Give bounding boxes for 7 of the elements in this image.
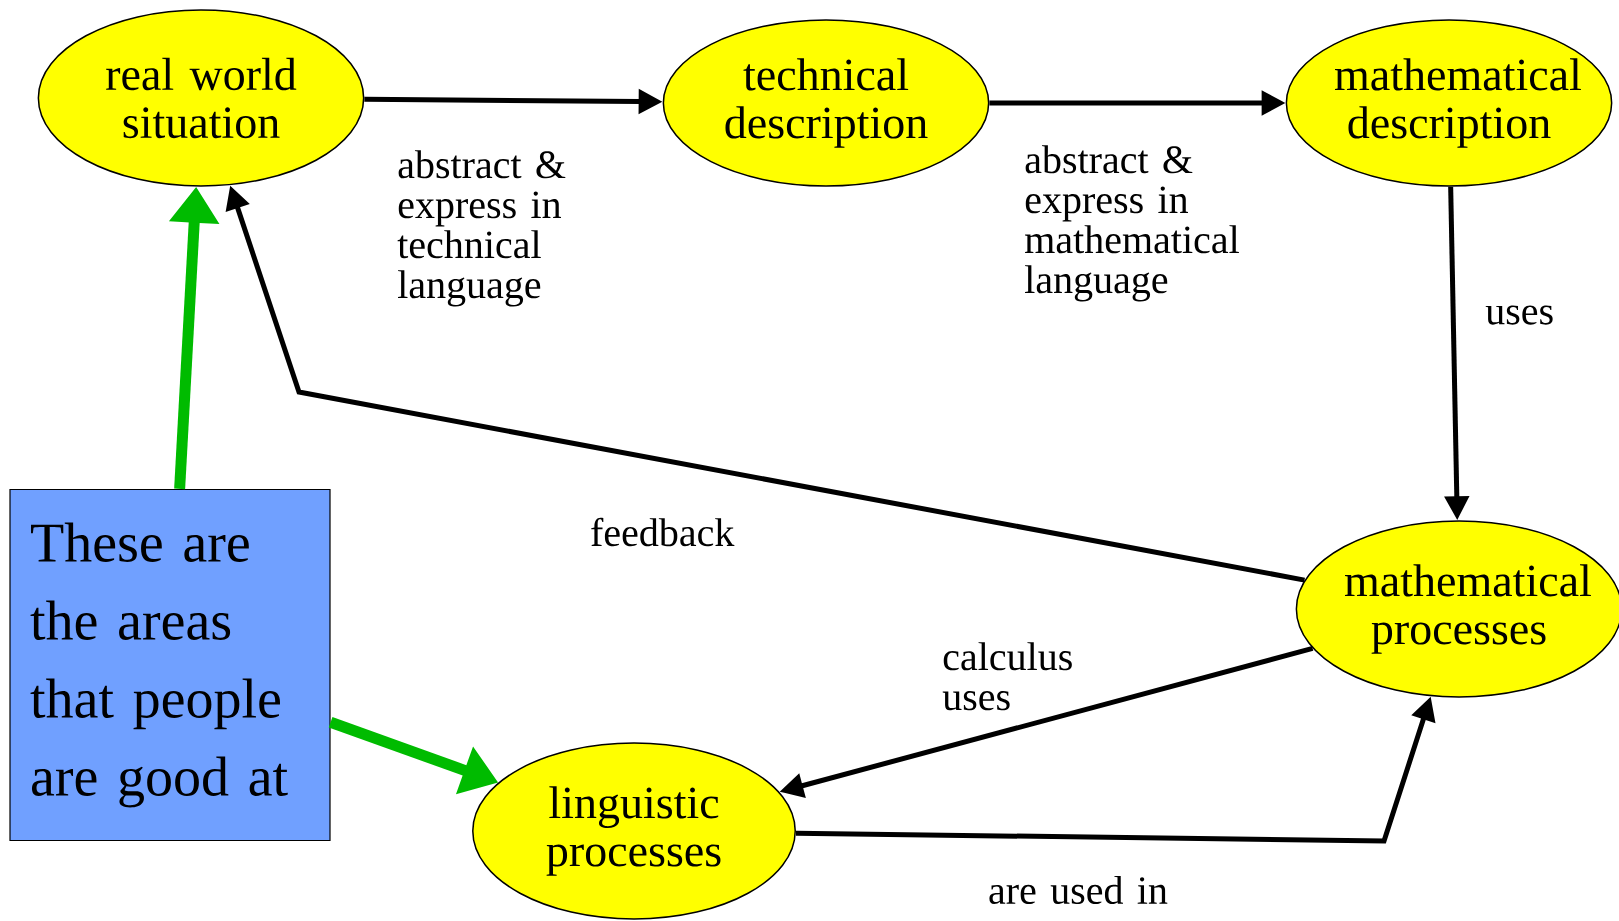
edge-label: uses (1485, 305, 1553, 325)
edge-label: abstract & express in technical language (397, 150, 566, 307)
edge-label: are used in (989, 875, 1168, 905)
edge-label: calculus uses (942, 642, 1072, 711)
edge-label: abstract & express in mathematical language (1025, 145, 1239, 302)
note-box: These are the areas that people are good at (9, 488, 331, 842)
edge-label: feedback (591, 517, 735, 547)
